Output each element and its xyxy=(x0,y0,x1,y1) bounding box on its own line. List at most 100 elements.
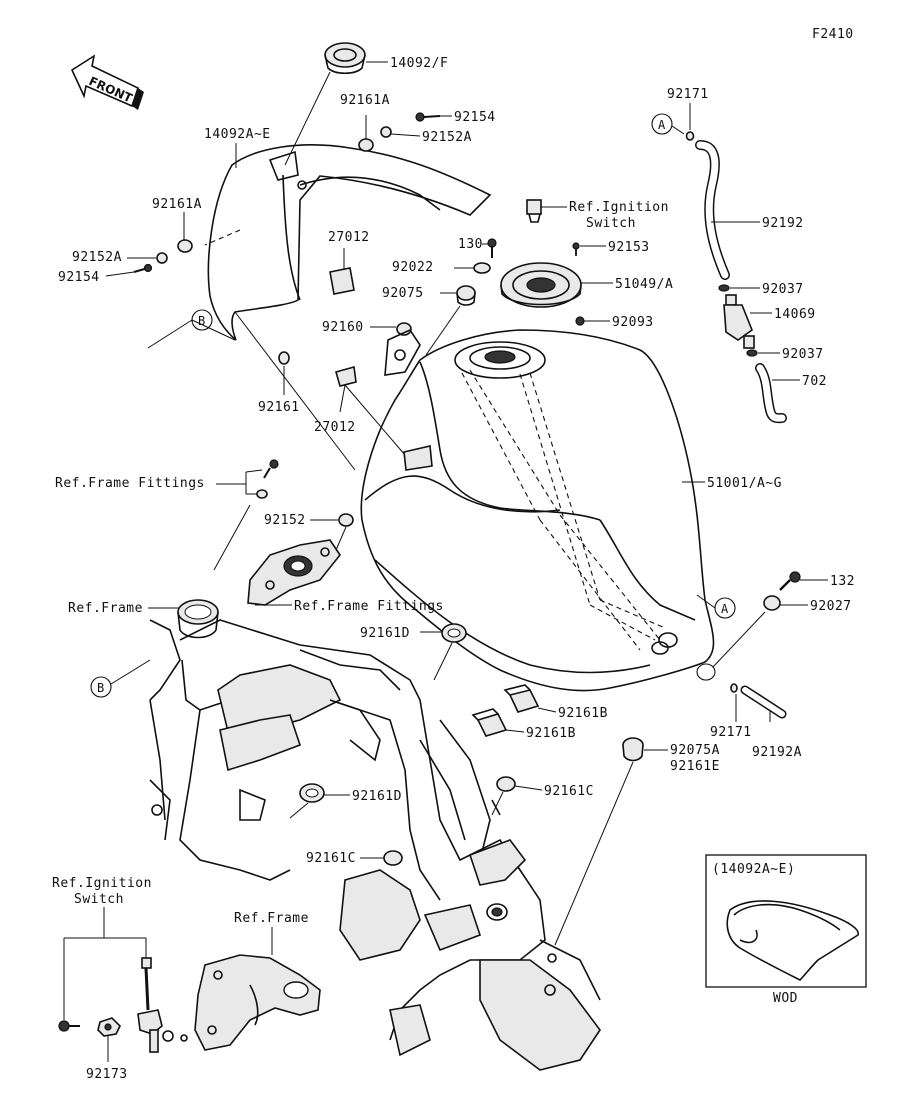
callout-b-frame xyxy=(90,676,112,698)
label-92192a: 92192A xyxy=(752,745,802,760)
label-92152: 92152 xyxy=(264,513,306,528)
inset-box xyxy=(705,854,867,988)
clamp-92037-a xyxy=(718,284,730,292)
grommet-92161a-left xyxy=(177,239,193,253)
label-ref-frame-fittings-1: Ref.Frame Fittings xyxy=(55,476,205,491)
label-702: 702 xyxy=(802,374,827,389)
callout-b-cover-text: B xyxy=(198,314,205,328)
callout-b-frame-text: B xyxy=(97,681,104,695)
collar-92027 xyxy=(763,595,781,611)
bolt-ign-small xyxy=(58,1020,80,1032)
label-51049a: 51049/A xyxy=(615,277,673,292)
label-92037-b: 92037 xyxy=(782,347,824,362)
label-92161d-a: 92161D xyxy=(360,626,410,641)
clamp-92171-b xyxy=(730,683,738,693)
washer-92022 xyxy=(473,262,491,274)
main-frame xyxy=(149,619,601,1071)
washer-frame-fittings xyxy=(256,489,268,499)
label-51001: 51001/A~G xyxy=(707,476,782,491)
callout-a-tank-text: A xyxy=(721,602,729,616)
bolt-132 xyxy=(779,571,801,591)
callout-a-top-text: A xyxy=(658,118,666,132)
label-ref-ign-b2: Switch xyxy=(74,892,124,907)
label-92171-top: 92171 xyxy=(667,87,709,102)
label-92152a-top: 92152A xyxy=(422,130,472,145)
frame-bracket-bottom xyxy=(194,954,321,1051)
label-27012-b: 27012 xyxy=(314,420,356,435)
label-92037-a: 92037 xyxy=(762,282,804,297)
frame-headpipe-ring xyxy=(177,599,219,639)
label-14092ae: 14092A~E xyxy=(204,127,271,142)
front-arrow-icon: FRONT xyxy=(70,54,144,110)
label-92154-left: 92154 xyxy=(58,270,100,285)
label-92075: 92075 xyxy=(382,286,424,301)
label-92173: 92173 xyxy=(86,1067,128,1082)
label-27012-a: 27012 xyxy=(328,230,370,245)
fuel-tank-51001 xyxy=(360,328,715,692)
tank-bracket xyxy=(247,539,341,606)
label-92161a-left: 92161A xyxy=(152,197,202,212)
tank-mount-hole xyxy=(696,663,716,681)
label-92154-top: 92154 xyxy=(454,110,496,125)
label-ref-ign-b1: Ref.Ignition xyxy=(52,876,152,891)
label-92022: 92022 xyxy=(392,260,434,275)
inset-caption: WOD xyxy=(773,991,798,1006)
ignition-switch-body xyxy=(137,957,188,1053)
collar-92152a-top xyxy=(380,126,392,138)
label-ref-frame-1: Ref.Frame xyxy=(68,601,143,616)
filler-cap-51049a xyxy=(500,262,582,308)
hose-702 xyxy=(756,364,786,422)
bolt-frame-fittings xyxy=(263,459,279,479)
label-132: 132 xyxy=(830,574,855,589)
label-ref-ign-1: Ref.Ignition xyxy=(569,200,669,215)
label-92160: 92160 xyxy=(322,320,364,335)
label-92027: 92027 xyxy=(810,599,852,614)
cap-92161c-b xyxy=(383,850,403,866)
damper-92075 xyxy=(456,285,476,306)
filter-14069 xyxy=(723,294,755,349)
sticker-27012-c xyxy=(403,445,433,471)
cap-14092f xyxy=(324,42,366,75)
label-14092f: 14092/F xyxy=(390,56,448,71)
damper-92075a xyxy=(622,737,644,762)
figure-code: F2410 xyxy=(812,27,854,42)
label-92075a: 92075A xyxy=(670,743,720,758)
label-130: 130 xyxy=(458,237,483,252)
block-92161b-a xyxy=(503,684,540,713)
screw-92093 xyxy=(575,316,585,326)
label-14069: 14069 xyxy=(774,307,816,322)
label-ref-frame-2: Ref.Frame xyxy=(234,911,309,926)
label-92161b-b: 92161B xyxy=(526,726,576,741)
label-92161e: 92161E xyxy=(670,759,720,774)
label-92153: 92153 xyxy=(608,240,650,255)
label-ref-frame-fittings-2: Ref.Frame Fittings xyxy=(294,599,444,614)
grommet-92161a-top xyxy=(358,138,374,152)
label-92171-b: 92171 xyxy=(710,725,752,740)
label-92161a-top: 92161A xyxy=(340,93,390,108)
cap-92161c-a xyxy=(496,776,516,792)
collar-92152 xyxy=(338,513,354,527)
label-92161d-b: 92161D xyxy=(352,789,402,804)
clamp-92171-top xyxy=(685,131,695,141)
label-92093: 92093 xyxy=(612,315,654,330)
label-92161c-a: 92161C xyxy=(544,784,594,799)
label-92161c-b: 92161C xyxy=(306,851,356,866)
label-92161: 92161 xyxy=(258,400,300,415)
sticker-27012-a xyxy=(329,267,355,295)
sticker-27012-b xyxy=(335,365,357,387)
label-92152a-left: 92152A xyxy=(72,250,122,265)
ignition-key-top xyxy=(526,199,542,223)
screw-92153 xyxy=(572,242,580,256)
clamp-92037-b xyxy=(746,349,758,357)
callout-a-top xyxy=(651,113,673,135)
tank-cover xyxy=(204,144,492,341)
grommet-92161 xyxy=(278,351,290,365)
nut-92173 xyxy=(97,1017,121,1037)
bolt-92154-top xyxy=(415,112,441,122)
label-92161b-a: 92161B xyxy=(558,706,608,721)
block-92161b-b xyxy=(471,708,508,737)
label-92192: 92192 xyxy=(762,216,804,231)
hose-92192 xyxy=(696,141,729,279)
